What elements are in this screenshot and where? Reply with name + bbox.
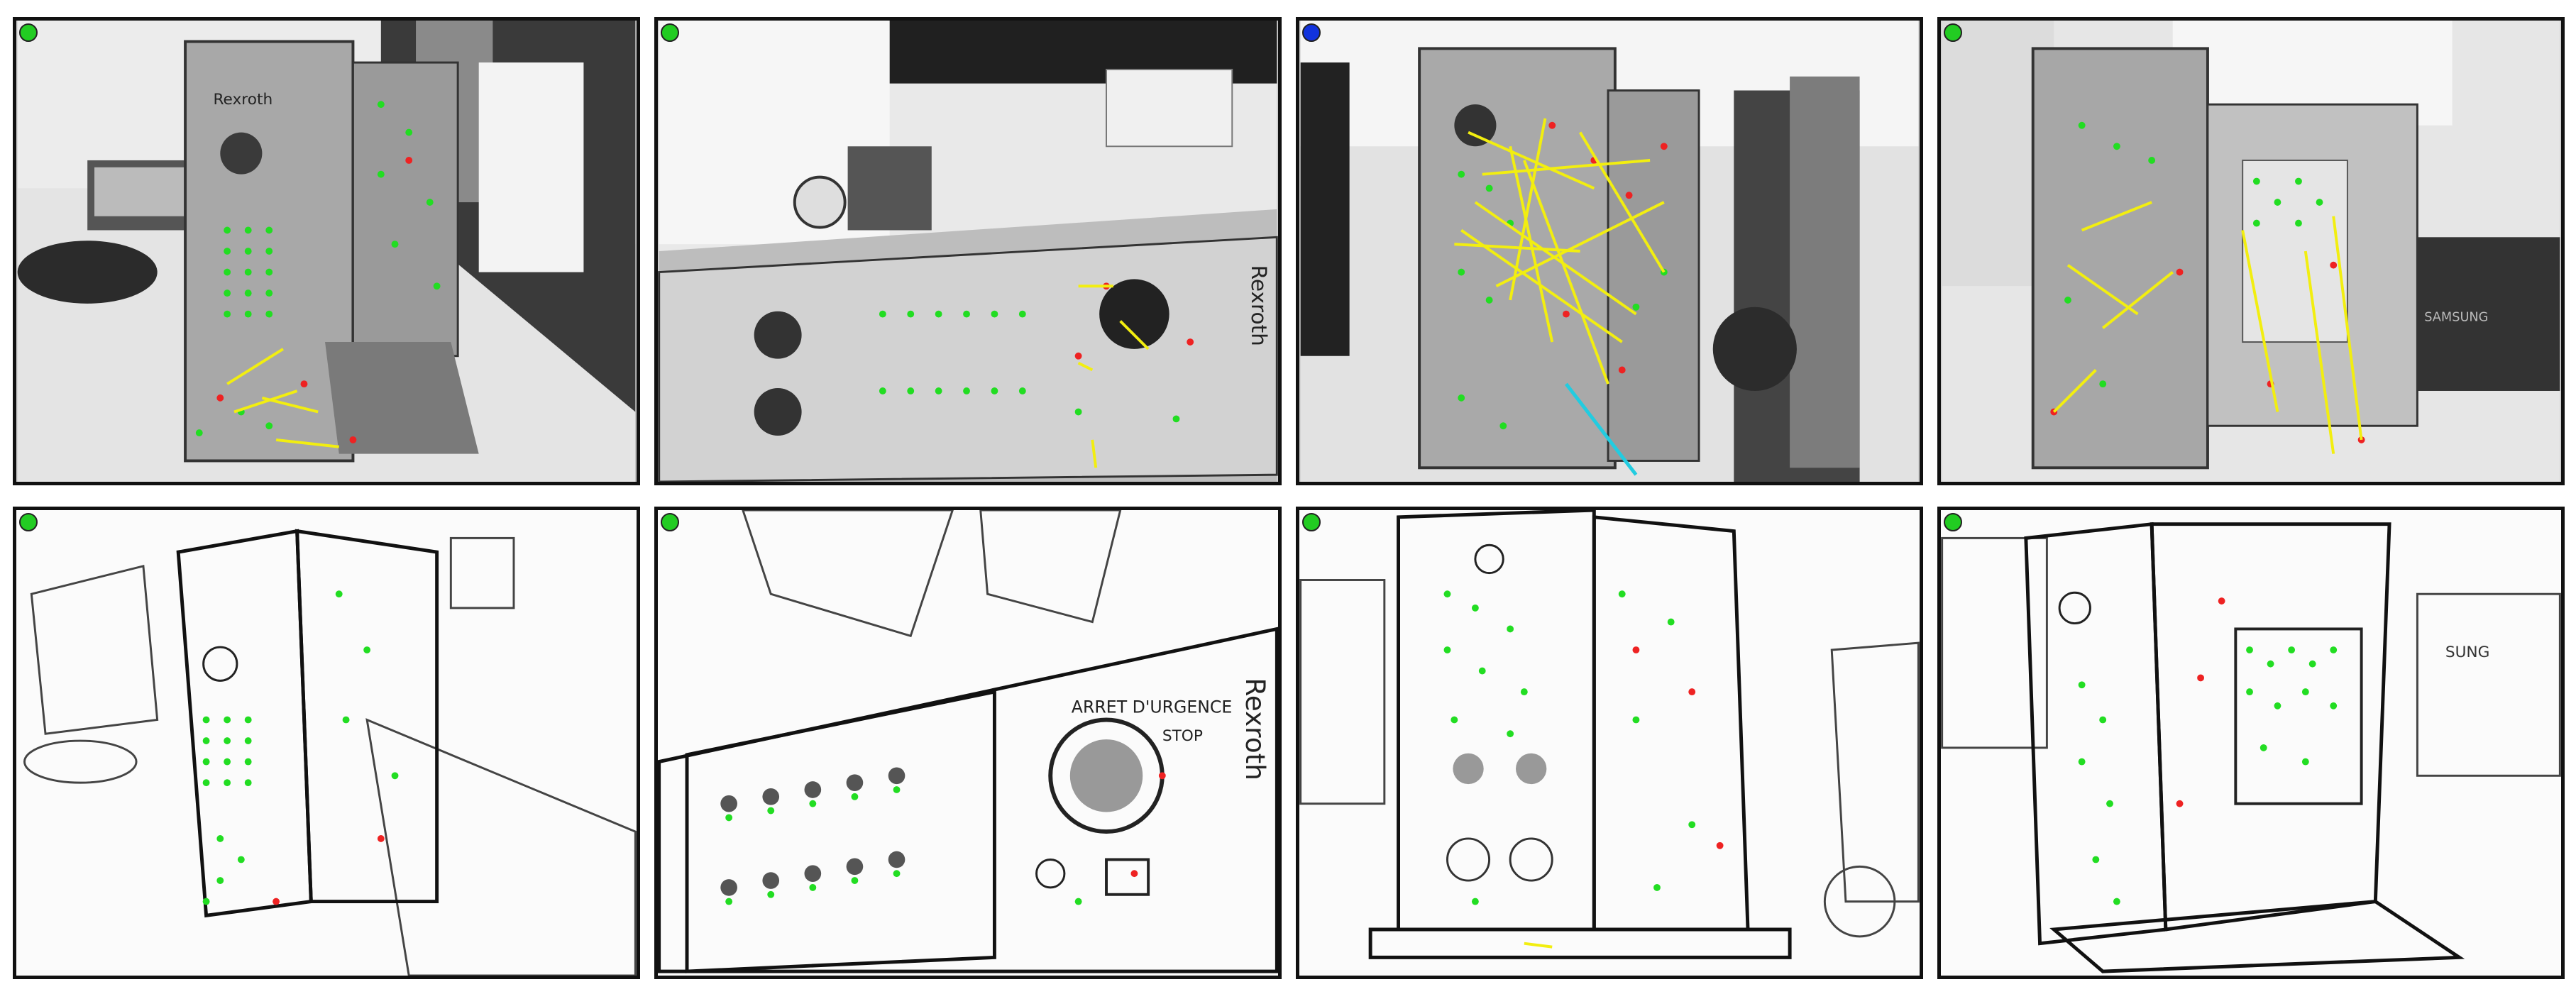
match-status-icon <box>1944 23 1962 42</box>
panel-4-image: SAMSUNG <box>1942 21 2560 482</box>
panel-5-sketch <box>13 507 640 979</box>
match-status-icon <box>1302 23 1321 42</box>
monitor-brand: SAMSUNG <box>2424 310 2488 324</box>
panel-3-image <box>1300 21 1919 482</box>
match-status-icon <box>1302 513 1321 531</box>
match-status-icon <box>661 23 679 42</box>
panel-2-image: Rexroth <box>658 21 1278 482</box>
match-status-icon <box>19 513 38 531</box>
panel-4-photo: SAMSUNG <box>1937 17 2565 485</box>
emergency-label: ARRET D'URGENCE <box>1072 697 1233 717</box>
panel-7-sketch <box>1296 507 1923 979</box>
panel-3-photo <box>1296 17 1923 485</box>
panel-6-sketch: ARRET D'URGENCE STOP Rexroth <box>654 507 1282 979</box>
brand-label: Rexroth <box>1247 265 1271 346</box>
brand-label: Rexroth <box>213 91 273 109</box>
match-status-icon <box>19 23 38 42</box>
panel-8-image: SUNG <box>1941 510 2561 976</box>
panel-8-sketch: SUNG <box>1937 507 2565 979</box>
panel-7-image <box>1299 510 1920 976</box>
match-status-icon <box>661 513 679 531</box>
panel-5-image <box>17 510 637 976</box>
panel-1-photo: Rexroth <box>13 17 640 485</box>
panel-2-photo: Rexroth <box>654 17 1282 485</box>
stop-label: STOP <box>1162 727 1203 745</box>
panel-1-image: Rexroth <box>17 21 636 482</box>
brand-label: Rexroth <box>1240 678 1271 780</box>
monitor-brand: SUNG <box>2445 644 2490 661</box>
panel-6-image: ARRET D'URGENCE STOP Rexroth <box>658 510 1278 976</box>
match-status-icon <box>1944 513 1962 531</box>
